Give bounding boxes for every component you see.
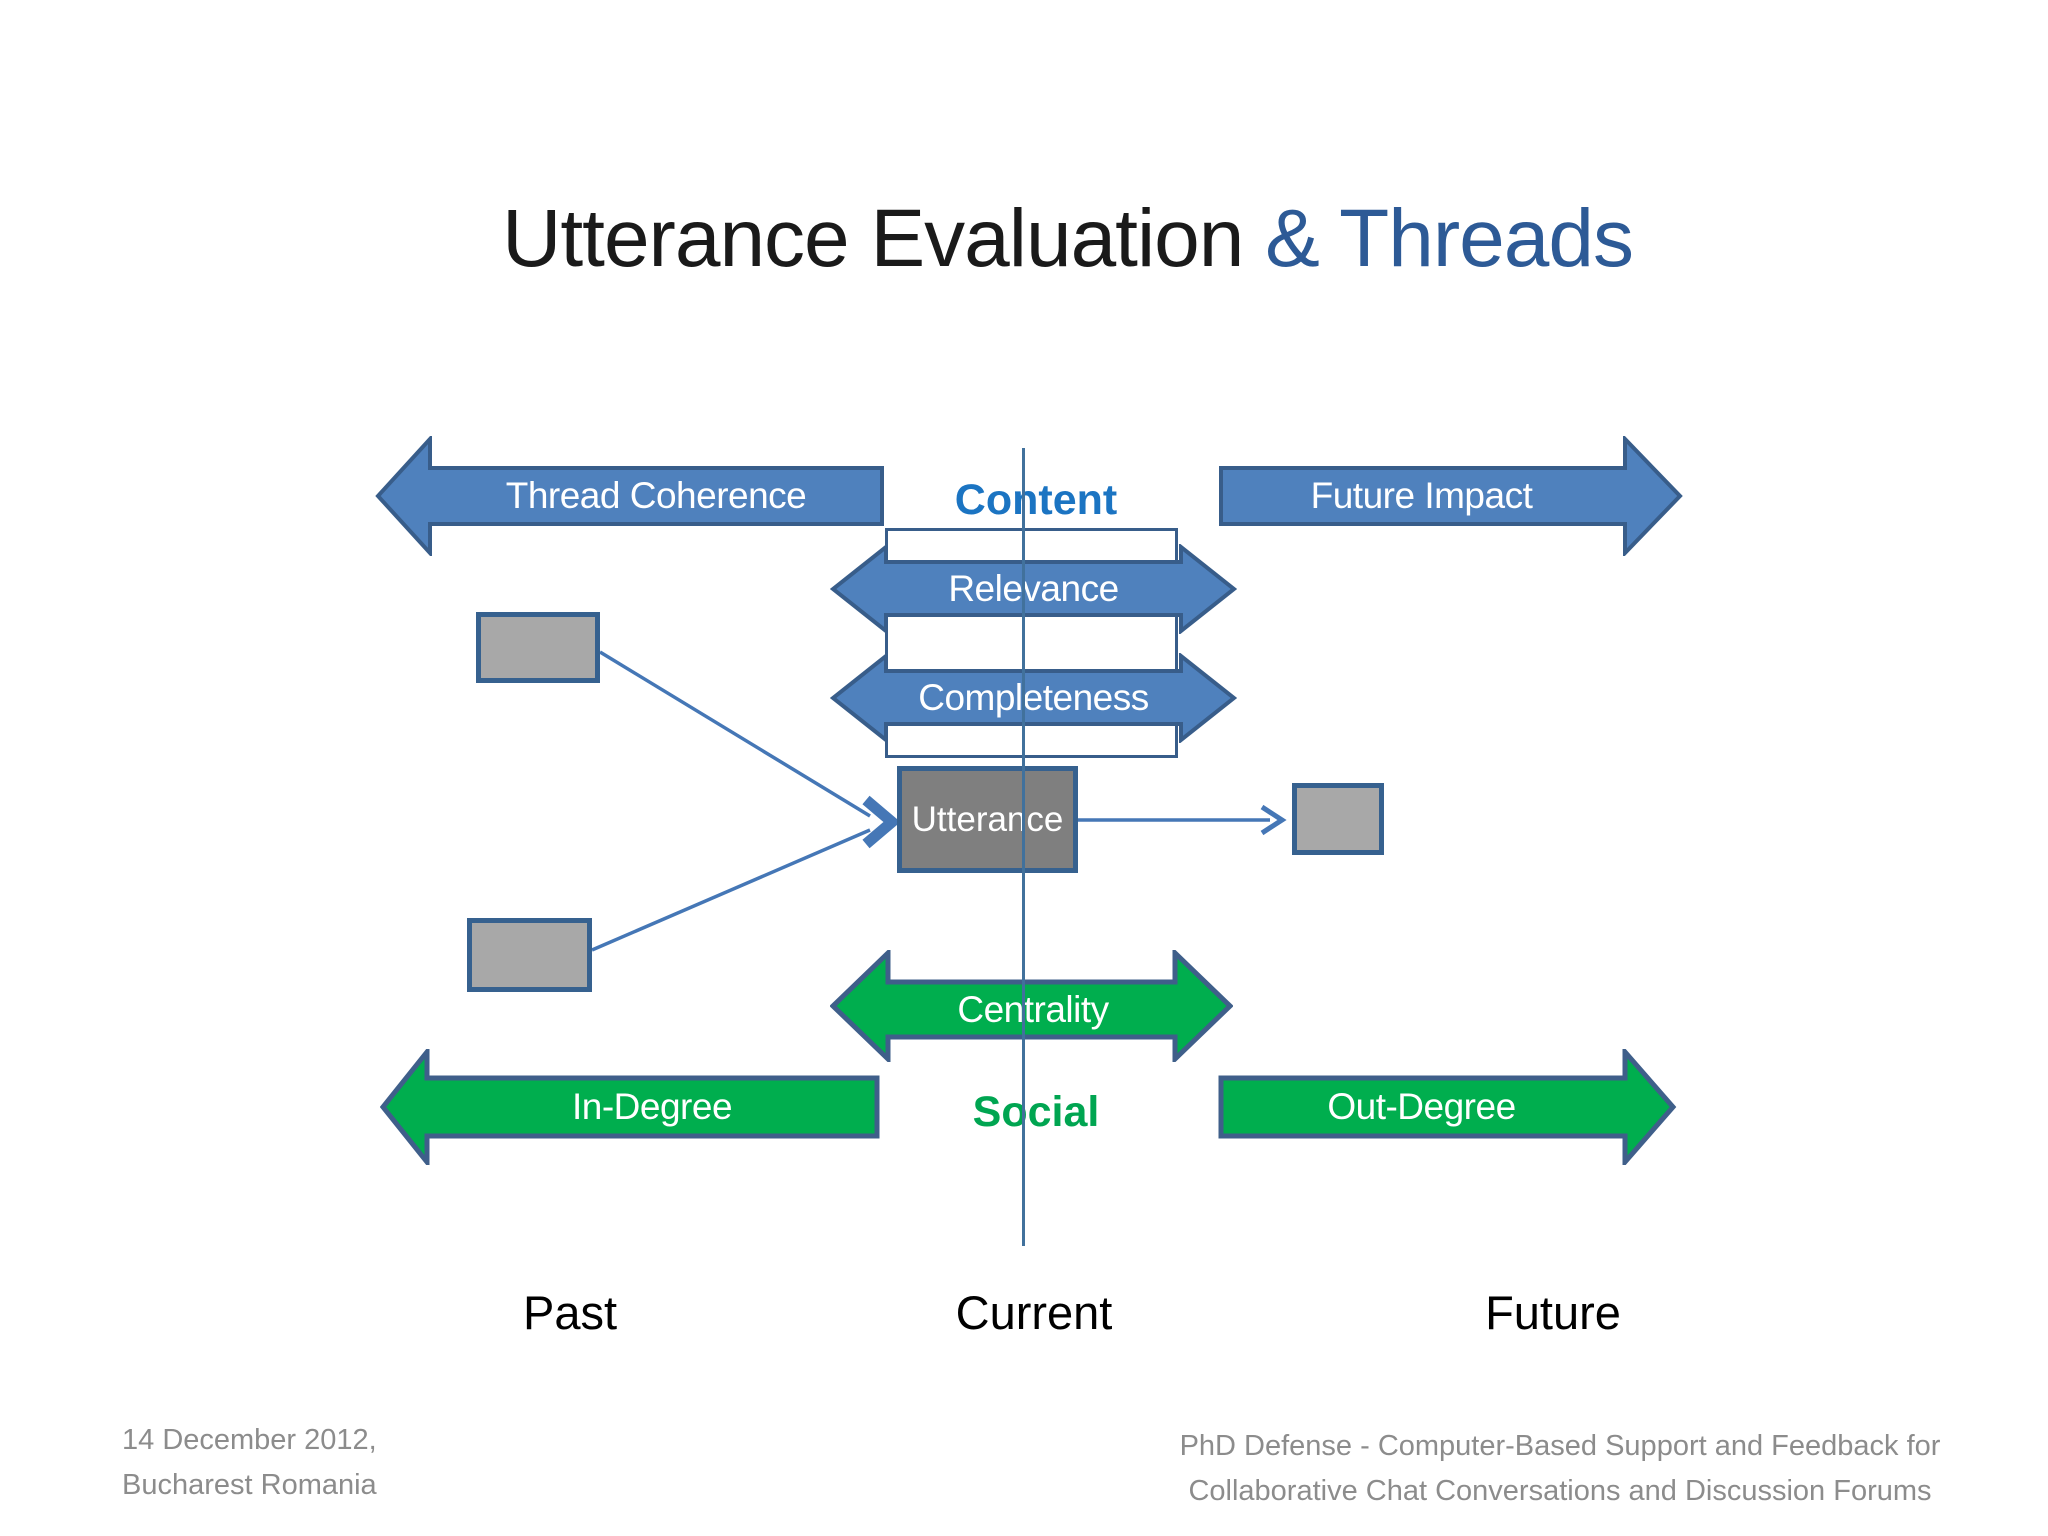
centrality-arrow-icon — [830, 950, 1233, 1062]
slide-title: Utterance Evaluation & Threads — [0, 98, 2048, 380]
future-message-box — [1292, 783, 1384, 855]
connector-past-box2-to-utterance — [591, 828, 871, 952]
footer-date: 14 December 2012, — [122, 1424, 377, 1456]
arrowhead-into-future-box-icon — [1260, 804, 1287, 836]
out-degree-label: Out-Degree — [1327, 1086, 1516, 1127]
relevance-arrow-icon — [830, 544, 1237, 634]
centrality-label: Centrality — [957, 988, 1109, 1030]
past-message-box-top — [476, 612, 600, 683]
content-section-label: Content — [954, 475, 1118, 524]
thread-coherence-arrow-icon — [375, 436, 884, 556]
footer-location: Bucharest Romania — [122, 1469, 377, 1501]
timeline-center-line — [1022, 448, 1025, 1246]
in-degree-label: In-Degree — [571, 1086, 733, 1127]
footer-presentation-line2: Collaborative Chat Conversations and Dis… — [1188, 1475, 1932, 1507]
out-degree-arrow-icon — [1218, 1049, 1677, 1165]
footer-date-location: 14 December 2012, Bucharest Romania — [122, 1418, 377, 1508]
footer-presentation-line1: PhD Defense - Computer-Based Support and… — [1179, 1430, 1941, 1462]
social-section-label: Social — [972, 1087, 1100, 1136]
timeline-label-future: Future — [1485, 1285, 1621, 1339]
footer-presentation-title: PhD Defense - Computer-Based Support and… — [1130, 1424, 1990, 1514]
utterance-box: Utterance — [897, 766, 1078, 873]
arrowhead-into-utterance-icon — [862, 795, 901, 849]
slide-title-accent: & Threads — [1265, 193, 1634, 284]
past-message-box-bottom — [467, 918, 592, 992]
completeness-label: Completeness — [918, 676, 1149, 718]
completeness-arrow-icon — [830, 653, 1237, 743]
future-impact-arrow-icon — [1219, 436, 1683, 556]
utterance-box-label: Utterance — [911, 799, 1064, 839]
slide-title-main: Utterance Evaluation — [502, 193, 1266, 284]
future-impact-label: Future Impact — [1310, 474, 1533, 516]
relevance-label: Relevance — [948, 567, 1119, 609]
connector-past-box1-to-utterance — [599, 650, 871, 818]
in-degree-arrow-icon — [380, 1049, 880, 1165]
timeline-label-current: Current — [955, 1285, 1113, 1339]
timeline-label-past: Past — [522, 1285, 618, 1339]
thread-coherence-label: Thread Coherence — [505, 474, 807, 516]
